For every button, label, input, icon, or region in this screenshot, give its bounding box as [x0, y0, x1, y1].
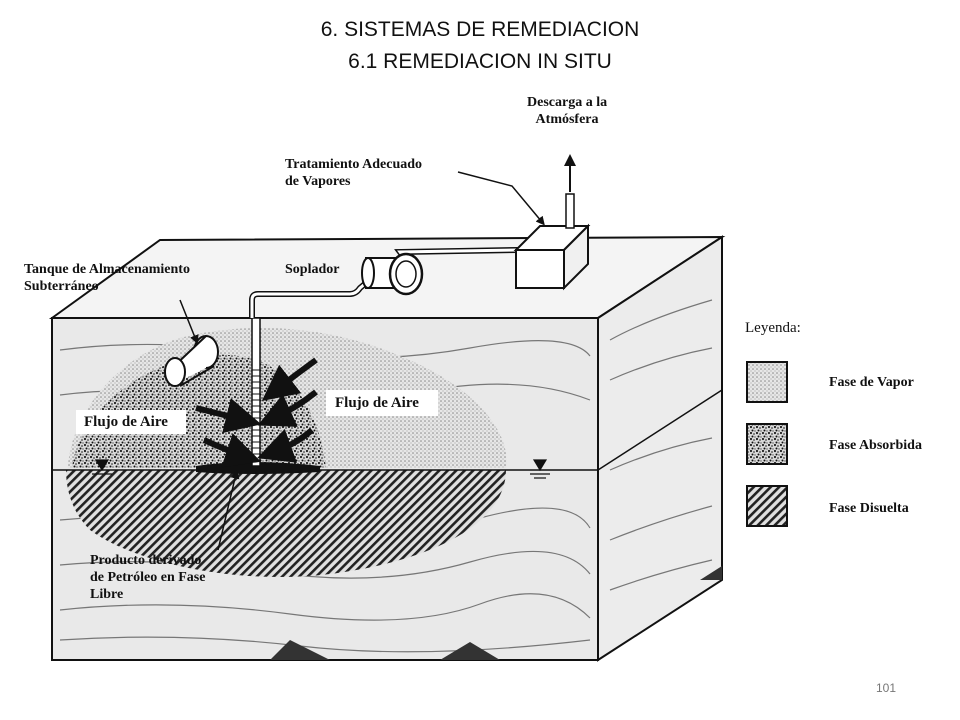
water-table-line-side — [597, 389, 723, 471]
airflow-left-label-bg — [76, 410, 186, 434]
treatment-label-line1: Tratamiento Adecuado — [285, 157, 423, 172]
free-product-label-line2: de Petróleo en Fase — [90, 570, 206, 585]
blower-label: Soplador — [285, 262, 340, 277]
discharge-label-line2: Atmósfera — [535, 112, 599, 127]
legend-label-vapor: Fase de Vapor — [829, 375, 914, 390]
legend-label-dissolved: Fase Disuelta — [829, 501, 909, 516]
treatment-leader-line — [457, 171, 545, 226]
extraction-well — [251, 317, 261, 467]
slide-subtitle: 6.1 REMEDIACION IN SITU — [348, 50, 612, 73]
free-product-label-line3: Libre — [90, 587, 124, 602]
free-product-label: Producto derivado de Petróleo en Fase Li… — [90, 552, 205, 603]
airflow-arrows — [195, 357, 318, 468]
tank-leader-line — [179, 299, 199, 345]
legend-swatch-vapor — [746, 361, 788, 403]
water-table-icon-left — [92, 459, 112, 475]
water-table-icon — [530, 459, 550, 479]
tank-label-line2: Subterráneo — [24, 279, 99, 294]
tank-label: Tanque de Almacenamiento Subterráneo — [24, 261, 190, 295]
block-bottom-notch-2 — [440, 642, 500, 660]
tank-label-line1: Tanque de Almacenamiento — [24, 262, 190, 277]
treatment-label: Tratamiento Adecuado de Vapores — [285, 156, 422, 190]
blower — [361, 252, 424, 296]
discharge-label-line1: Descarga a la — [527, 95, 608, 110]
discharge-stack — [565, 193, 575, 229]
airflow-left-label: Flujo de Aire — [84, 414, 168, 430]
vapor-treatment-unit — [513, 223, 591, 291]
underground-storage-tank — [164, 335, 219, 387]
block-side-notch — [700, 566, 722, 580]
discharge-label: Descarga a la Atmósfera — [527, 94, 607, 128]
slide-title: 6. SISTEMAS DE REMEDIACION — [320, 18, 640, 41]
legend-swatch-dissolved — [746, 485, 788, 527]
legend-label-absorbed: Fase Absorbida — [829, 438, 922, 453]
product-leader-line — [217, 469, 240, 551]
dissolved-phase-plume — [66, 470, 506, 577]
block-bottom-notch — [270, 640, 330, 660]
legend-swatch-absorbed — [746, 423, 788, 465]
treatment-label-line2: de Vapores — [285, 174, 351, 189]
legend-title: Leyenda: — [745, 320, 801, 336]
airflow-right-label: Flujo de Aire — [335, 395, 419, 411]
airflow-right-label-bg — [326, 390, 438, 416]
page-number: 101 — [876, 681, 897, 695]
free-product-label-line1: Producto derivado — [90, 553, 202, 568]
